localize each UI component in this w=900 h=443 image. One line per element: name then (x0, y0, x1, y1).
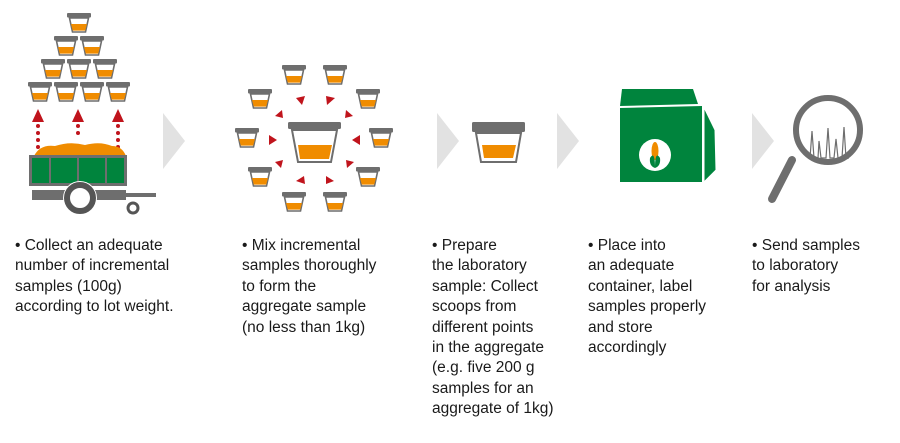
chevron-arrow-4 (752, 113, 774, 169)
upward-arrows-icon (32, 109, 124, 149)
sample-cups-pyramid (27, 12, 131, 102)
step-1-description: • Collect an adequate number of incremen… (15, 237, 174, 316)
step-3-illustration (472, 122, 525, 163)
step-4-description: • Place into an adequate container, labe… (588, 237, 707, 357)
step-5-description: • Send samples to laboratory for analysi… (752, 237, 860, 295)
step-3-description: • Prepare the laboratory sample: Collect… (432, 237, 554, 418)
step-1-illustration (27, 12, 156, 215)
step-2-illustration (234, 64, 394, 212)
step-2-description: • Mix incremental samples thoroughly to … (242, 237, 377, 336)
chevron-arrow-2 (437, 113, 459, 169)
chevron-arrow-1 (163, 113, 185, 169)
aggregate-cup-icon (288, 122, 341, 163)
inward-arrows-icon (269, 96, 360, 184)
step-5-illustration (768, 95, 863, 203)
step-4-illustration (620, 88, 717, 184)
trailer-icon (29, 143, 156, 215)
chevron-arrow-3 (557, 113, 579, 169)
